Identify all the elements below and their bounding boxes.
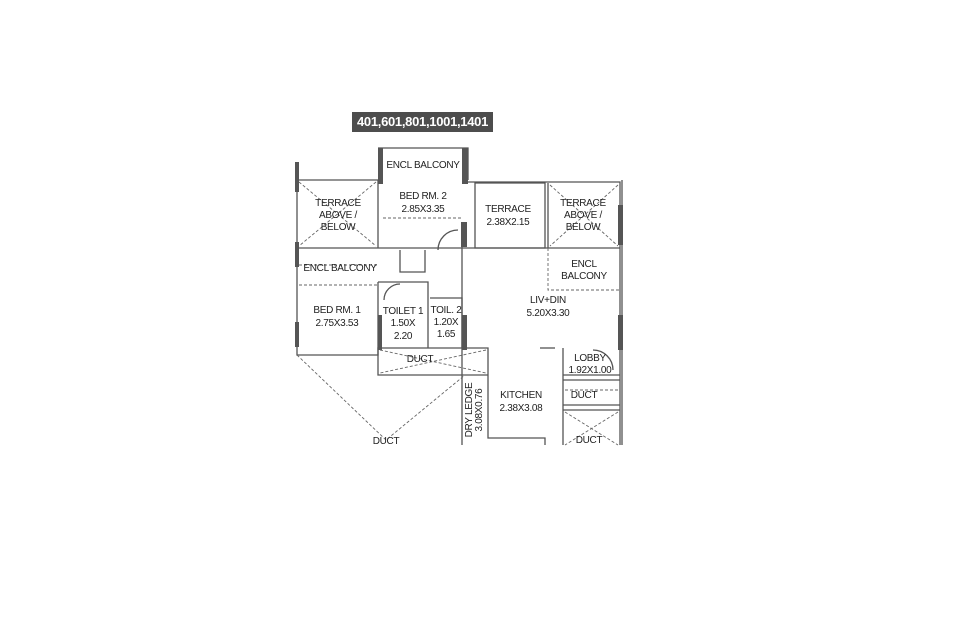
room-bed-room-1: BED RM. 1 2.75X3.53 (313, 305, 361, 329)
unit-numbers-badge: 401,601,801,1001,1401 (352, 112, 493, 132)
svg-text:1.92X1.00: 1.92X1.00 (569, 365, 613, 376)
svg-text:ENCL BALCONY: ENCL BALCONY (386, 160, 460, 171)
room-duct-bottom: DUCT (373, 436, 400, 447)
wall-posts (295, 148, 623, 350)
svg-text:2.85X3.35: 2.85X3.35 (402, 204, 446, 215)
svg-text:TOIL. 2: TOIL. 2 (430, 305, 462, 316)
svg-text:TERRACE: TERRACE (315, 198, 361, 209)
room-terrace-right: TERRACE ABOVE / BELOW (560, 198, 607, 233)
svg-text:DUCT: DUCT (407, 354, 434, 365)
room-duct-bottom-right: DUCT (576, 435, 603, 446)
svg-text:DRY LEDGE: DRY LEDGE (464, 382, 475, 437)
svg-text:BED RM. 2: BED RM. 2 (399, 191, 447, 202)
svg-text:DUCT: DUCT (571, 390, 598, 401)
svg-text:LIV+DIN: LIV+DIN (530, 295, 566, 306)
svg-text:BALCONY: BALCONY (561, 271, 607, 282)
room-terrace-middle: TERRACE 2.38X2.15 (485, 204, 532, 228)
svg-text:TERRACE: TERRACE (485, 204, 531, 215)
svg-text:2.38X2.15: 2.38X2.15 (487, 217, 531, 228)
svg-text:DUCT: DUCT (373, 436, 400, 447)
svg-text:1.50X: 1.50X (391, 318, 416, 329)
room-dry-ledge: DRY LEDGE 3.08X0.76 (464, 382, 485, 437)
dashed-lines (296, 181, 620, 446)
room-encl-balcony-right: ENCL BALCONY (561, 259, 608, 282)
svg-text:BED RM. 1: BED RM. 1 (313, 305, 361, 316)
svg-text:ENCL: ENCL (571, 259, 597, 270)
doors (383, 229, 614, 371)
svg-text:ABOVE /: ABOVE / (319, 210, 357, 221)
room-duct-right: DUCT (571, 390, 598, 401)
svg-text:BELOW: BELOW (566, 222, 601, 233)
svg-text:2.75X3.53: 2.75X3.53 (316, 318, 360, 329)
svg-text:BELOW: BELOW (321, 222, 356, 233)
room-terrace-left: TERRACE ABOVE / BELOW (315, 198, 362, 233)
svg-text:LOBBY: LOBBY (574, 353, 606, 364)
room-toilet-2: TOIL. 2 1.20X 1.65 (430, 305, 462, 340)
room-toilet-1: TOILET 1 1.50X 2.20 (383, 306, 425, 342)
svg-text:ENCL BALCONY: ENCL BALCONY (303, 263, 377, 274)
svg-text:2.38X3.08: 2.38X3.08 (500, 403, 544, 414)
room-encl-balcony-left: ENCL BALCONY (303, 263, 377, 274)
svg-text:TERRACE: TERRACE (560, 198, 606, 209)
svg-text:3.08X0.76: 3.08X0.76 (474, 388, 485, 432)
room-encl-balcony-top: ENCL BALCONY (386, 160, 460, 171)
svg-text:ABOVE /: ABOVE / (564, 210, 602, 221)
svg-text:2.20: 2.20 (394, 331, 413, 342)
room-bed-room-2: BED RM. 2 2.85X3.35 (399, 191, 447, 215)
room-kitchen: KITCHEN 2.38X3.08 (500, 390, 544, 414)
svg-text:1.65: 1.65 (437, 329, 456, 340)
svg-text:DUCT: DUCT (576, 435, 603, 446)
room-duct-small: DUCT (407, 354, 434, 365)
room-lobby: LOBBY 1.92X1.00 (569, 353, 613, 376)
svg-text:5.20X3.30: 5.20X3.30 (527, 308, 571, 319)
room-living-dining: LIV+DIN 5.20X3.30 (527, 295, 571, 319)
svg-text:KITCHEN: KITCHEN (500, 390, 542, 401)
svg-text:1.20X: 1.20X (434, 317, 459, 328)
svg-text:TOILET 1: TOILET 1 (383, 306, 424, 317)
